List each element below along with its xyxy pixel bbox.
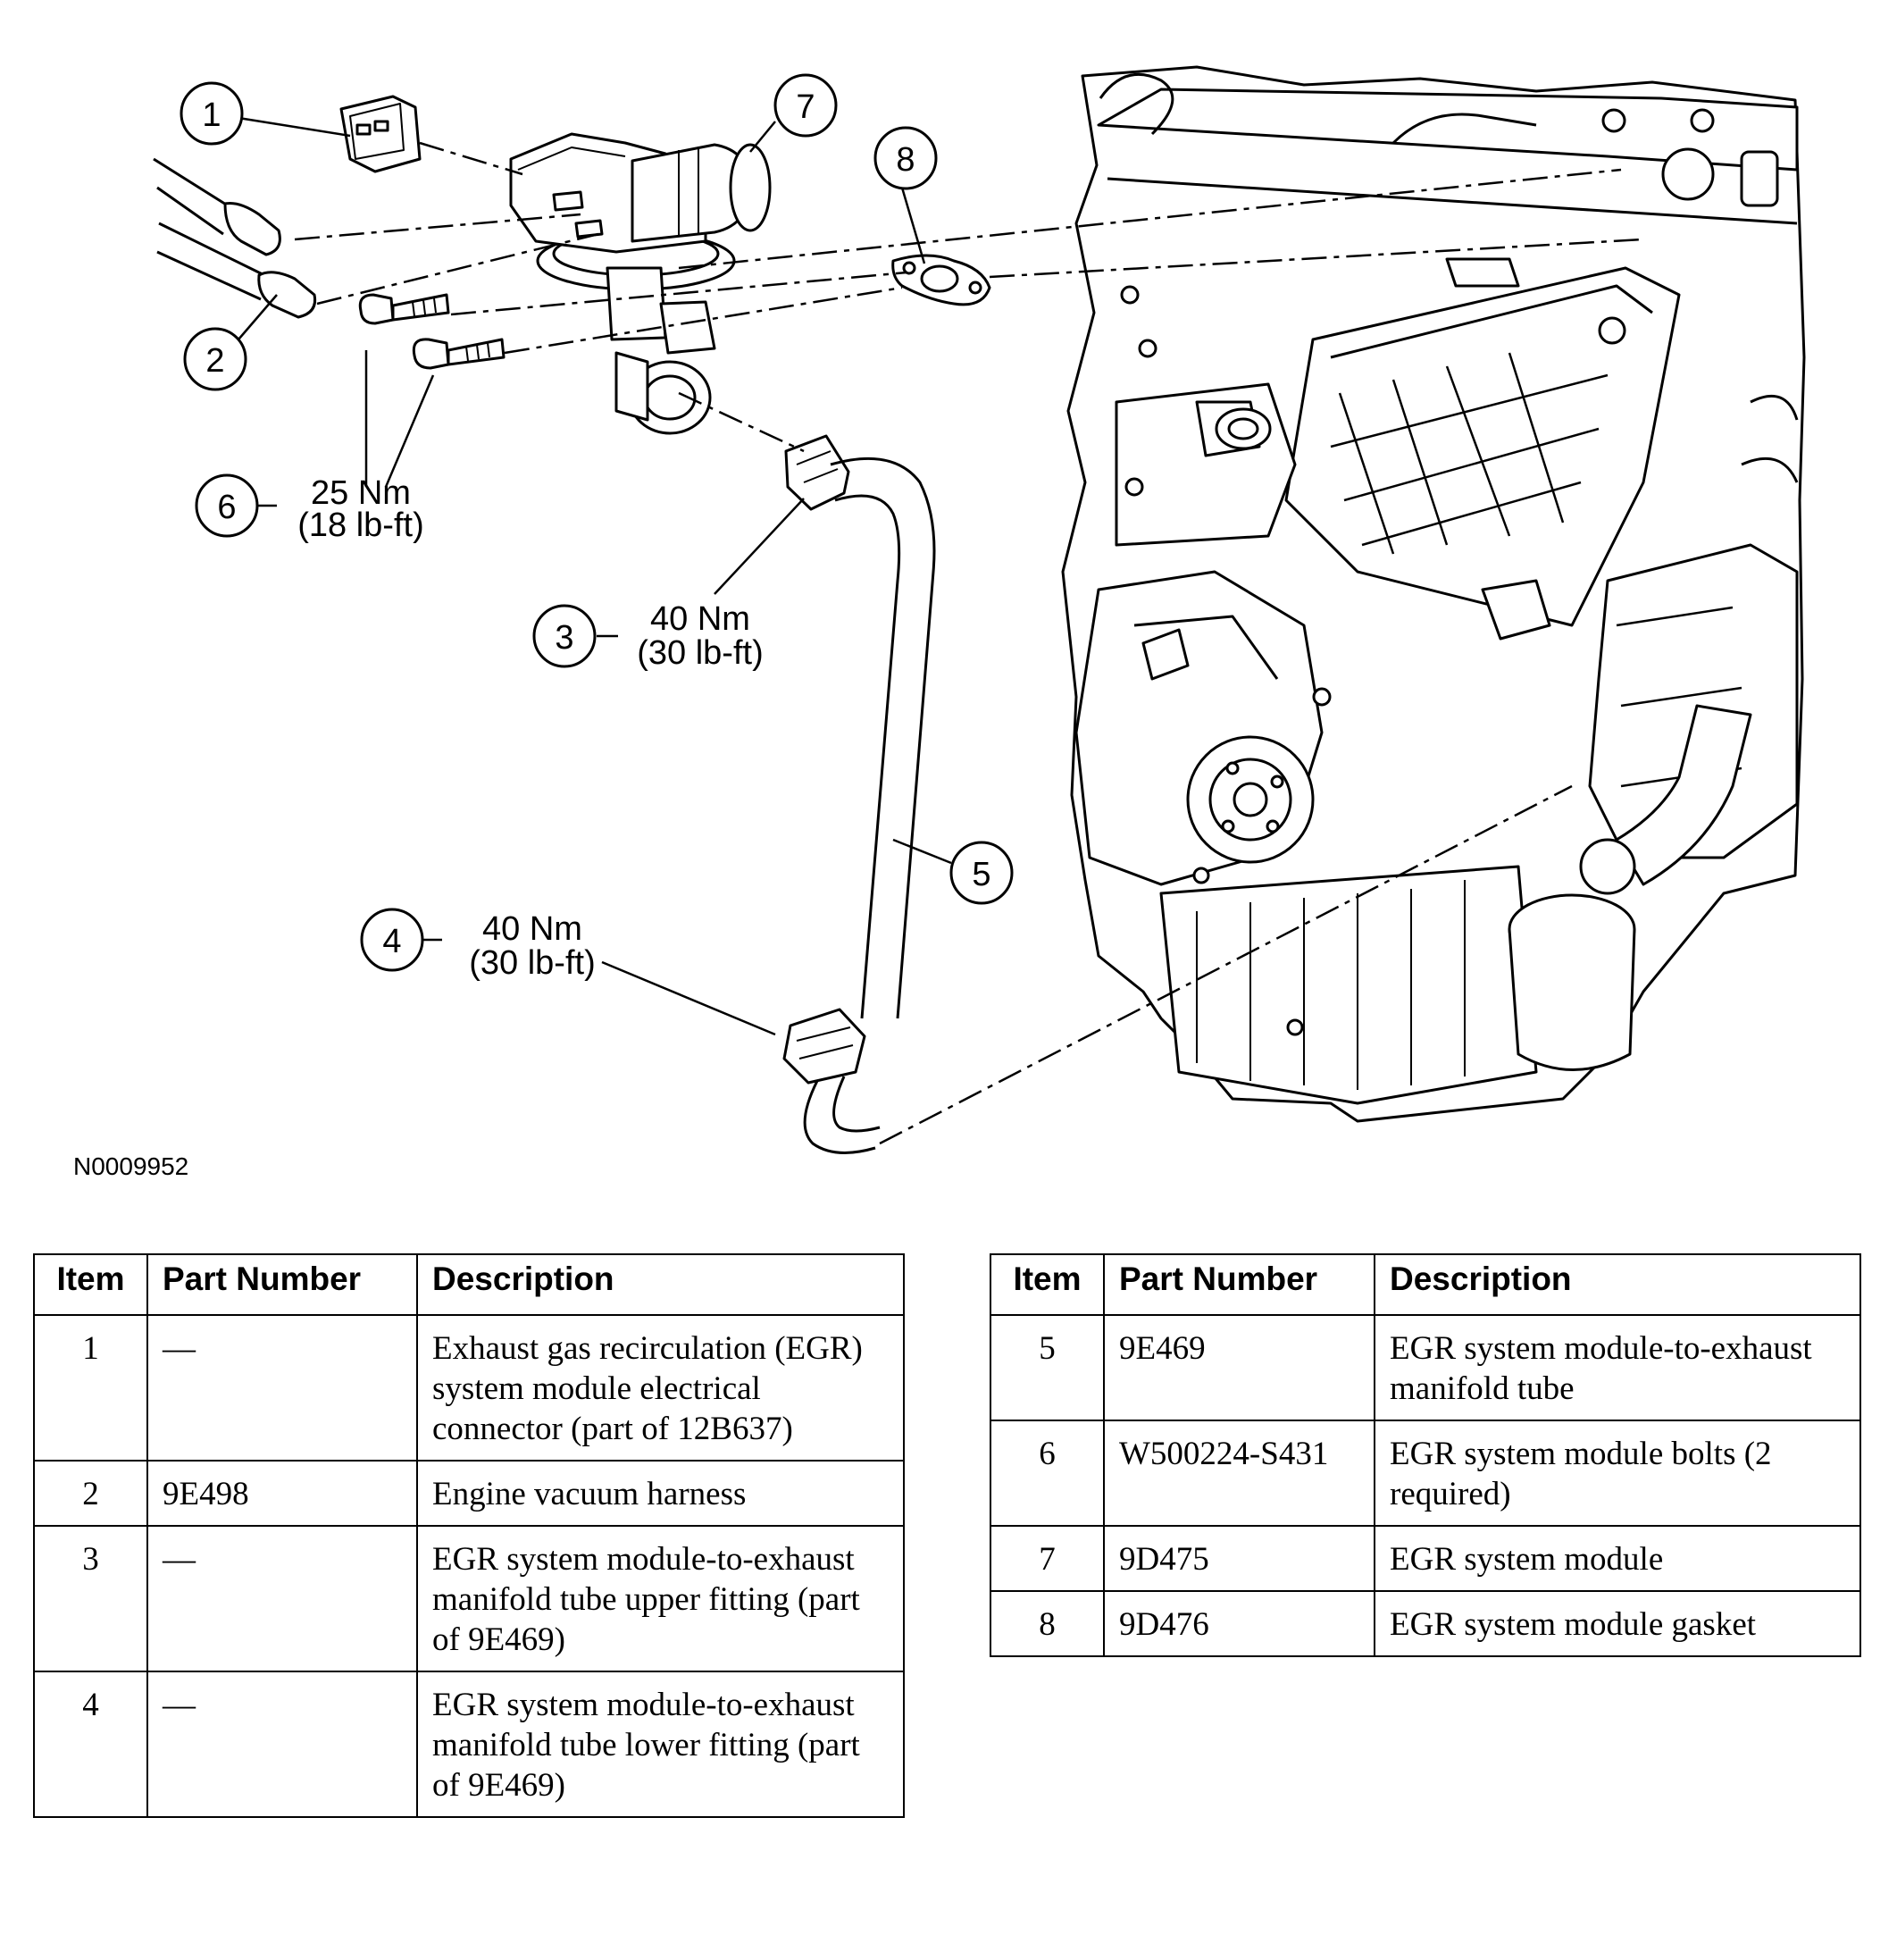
egr-system-module — [509, 132, 772, 435]
leader-lines — [238, 116, 952, 1036]
parts-table-left: Item Part Number Description 1 — Exhaust… — [33, 1253, 905, 1818]
cell-part-number: 9D476 — [1103, 1590, 1375, 1657]
svg-text:5: 5 — [972, 856, 990, 893]
table-row: 6 W500224-S431 EGR system module bolts (… — [990, 1420, 1861, 1527]
table-row: 8 9D476 EGR system module gasket — [990, 1590, 1861, 1657]
cell-part-number: 9E469 — [1103, 1314, 1375, 1421]
torque-label-item6: 25 Nm (18 lb-ft) — [297, 474, 423, 544]
callout-1: 1 — [180, 81, 244, 146]
figure-id: N0009952 — [73, 1152, 189, 1180]
header-part-number: Part Number — [1103, 1253, 1375, 1316]
engine-assembly-illustration — [1061, 65, 1806, 1123]
callout-6: 6 — [195, 473, 259, 538]
cell-description: EGR system module gasket — [1374, 1590, 1861, 1657]
table-row: 5 9E469 EGR system module-to-exhaust man… — [990, 1314, 1861, 1421]
cell-item: 8 — [990, 1590, 1105, 1657]
cell-description: Exhaust gas recirculation (EGR) system m… — [416, 1314, 905, 1462]
egr-exhaust-manifold-tube — [782, 434, 936, 1154]
svg-text:25 Nm: 25 Nm — [311, 474, 411, 512]
cell-item: 6 — [990, 1420, 1105, 1527]
svg-text:(30 lb-ft): (30 lb-ft) — [469, 944, 595, 982]
svg-text:40 Nm: 40 Nm — [482, 910, 582, 948]
cell-item: 3 — [33, 1525, 148, 1672]
torque-label-item4: 40 Nm (30 lb-ft) — [469, 910, 595, 982]
table-row: 3 — EGR system module-to-exhaust manifol… — [33, 1525, 905, 1672]
header-item: Item — [990, 1253, 1105, 1316]
cell-item: 7 — [990, 1525, 1105, 1592]
svg-text:(30 lb-ft): (30 lb-ft) — [637, 634, 763, 672]
svg-text:2: 2 — [205, 342, 224, 380]
egr-module-bolts — [358, 293, 506, 370]
svg-text:3: 3 — [555, 619, 573, 657]
torque-label-item3: 40 Nm (30 lb-ft) — [637, 600, 763, 672]
cell-description: EGR system module — [1374, 1525, 1861, 1592]
parts-table-right: Item Part Number Description 5 9E469 EGR… — [990, 1253, 1861, 1657]
svg-text:6: 6 — [217, 489, 236, 526]
table-header-row: Item Part Number Description — [990, 1253, 1861, 1316]
table-row: 2 9E498 Engine vacuum harness — [33, 1460, 905, 1527]
cell-part-number: W500224-S431 — [1103, 1420, 1375, 1527]
cell-description: EGR system module-to-exhaust manifold tu… — [1374, 1314, 1861, 1421]
cell-description: Engine vacuum harness — [416, 1460, 905, 1527]
cell-item: 2 — [33, 1460, 148, 1527]
callout-7: 7 — [773, 73, 838, 138]
cell-description: EGR system module-to-exhaust manifold tu… — [416, 1671, 905, 1818]
engine-vacuum-harness — [153, 157, 317, 319]
header-item: Item — [33, 1253, 148, 1316]
callout-3: 3 — [532, 604, 597, 668]
table-header-row: Item Part Number Description — [33, 1253, 905, 1316]
cell-description: EGR system module-to-exhaust manifold tu… — [416, 1525, 905, 1672]
header-part-number: Part Number — [146, 1253, 418, 1316]
cell-part-number: — — [146, 1671, 418, 1818]
svg-text:(18 lb-ft): (18 lb-ft) — [297, 507, 423, 544]
alignment-lines — [294, 141, 1644, 1145]
egr-electrical-connector — [339, 95, 422, 173]
table-row: 4 — EGR system module-to-exhaust manifol… — [33, 1671, 905, 1818]
table-row: 1 — Exhaust gas recirculation (EGR) syst… — [33, 1314, 905, 1462]
table-row: 7 9D475 EGR system module — [990, 1525, 1861, 1592]
cell-item: 4 — [33, 1671, 148, 1818]
svg-text:40 Nm: 40 Nm — [650, 600, 750, 638]
callout-5: 5 — [949, 841, 1014, 905]
cell-item: 5 — [990, 1314, 1105, 1421]
svg-text:4: 4 — [382, 923, 401, 960]
header-description: Description — [416, 1253, 905, 1316]
cell-part-number: — — [146, 1314, 418, 1462]
cell-item: 1 — [33, 1314, 148, 1462]
egr-exploded-diagram: 1 2 3 4 5 6 7 8 25 Nm (18 lb-ft) 40 Nm (… — [153, 65, 1806, 1154]
svg-text:1: 1 — [202, 96, 221, 134]
svg-text:8: 8 — [896, 141, 915, 179]
cell-part-number: 9E498 — [146, 1460, 418, 1527]
svg-text:7: 7 — [796, 88, 815, 126]
header-description: Description — [1374, 1253, 1861, 1316]
cell-description: EGR system module bolts (2 required) — [1374, 1420, 1861, 1527]
cell-part-number: 9D475 — [1103, 1525, 1375, 1592]
callout-2: 2 — [183, 327, 247, 391]
callout-4: 4 — [360, 908, 424, 972]
cell-part-number: — — [146, 1525, 418, 1672]
callout-8: 8 — [873, 126, 938, 190]
egr-module-gasket — [891, 254, 991, 306]
